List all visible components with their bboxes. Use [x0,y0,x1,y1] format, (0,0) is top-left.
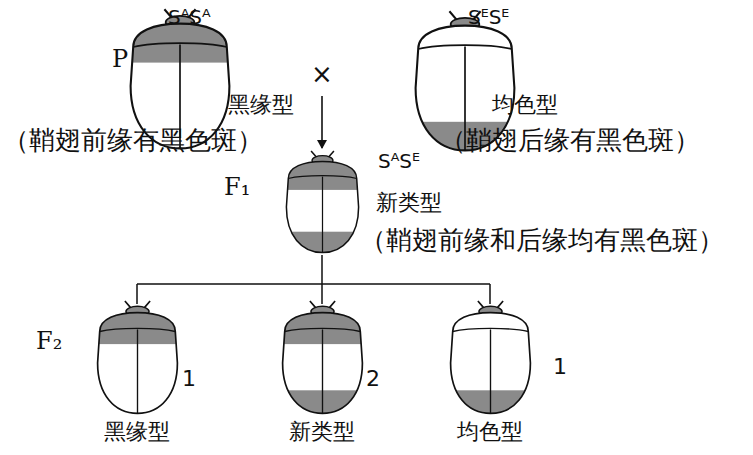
phenotype-name: 均色型 [457,419,523,444]
ratio-number: 2 [366,366,380,391]
beetle-new-type [275,151,370,256]
ratio-number: 1 [553,354,567,379]
generation-label: F₂ [36,328,62,356]
genotype: SᴱSᴱ [468,6,509,29]
beetle-new-type [270,301,375,418]
branch-lines [137,255,490,304]
cross-arrow [321,96,323,148]
phenotype-note: （鞘翅前缘有黑色斑） [3,126,263,156]
genotype: SᴬSᴬ [168,6,211,29]
phenotype-name: 黑缘型 [228,92,294,117]
beetle-black-edge [85,301,190,413]
phenotype-name: 黑缘型 [104,419,170,444]
ratio-number: 1 [182,366,196,391]
phenotype-note: （鞘翅前缘和后缘均有黑色斑） [360,226,724,256]
generation-label: P [112,46,128,74]
phenotype-name: 均色型 [492,92,558,117]
phenotype-name: 新类型 [289,419,355,444]
generation-label: F₁ [224,174,250,202]
phenotype-name: 新类型 [376,190,442,215]
phenotype-note: （鞘翅后缘有黑色斑） [440,126,700,156]
cross-symbol: × [311,60,333,90]
genotype: SᴬSᴱ [378,150,420,173]
beetle-uniform [438,301,543,418]
